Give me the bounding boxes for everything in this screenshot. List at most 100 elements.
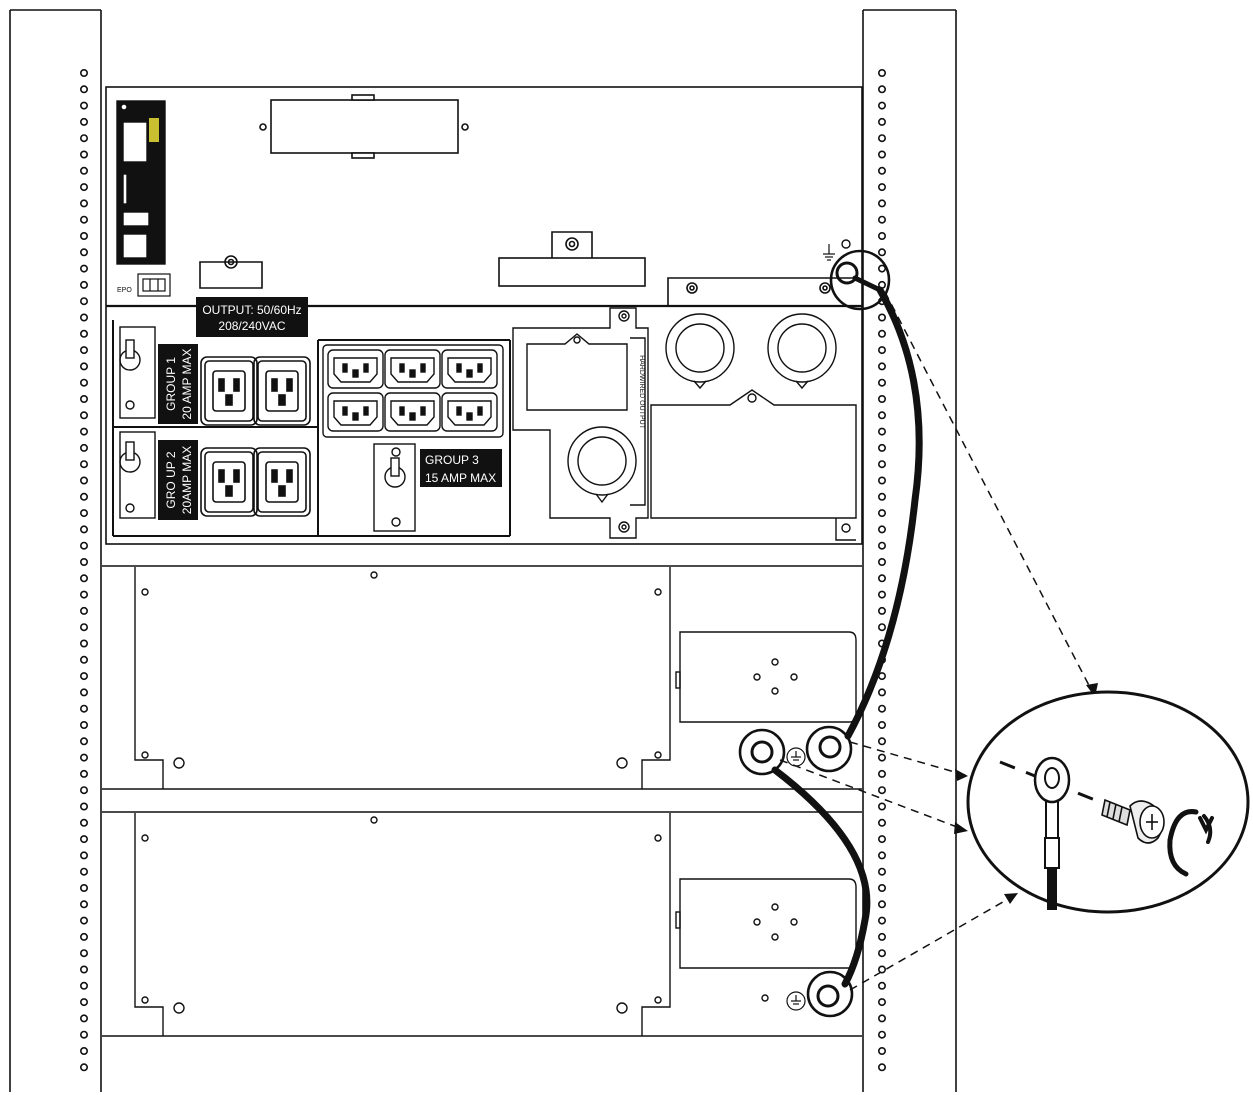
rack-hole (80, 248, 89, 257)
rack-hole (80, 264, 89, 273)
rack-hole (877, 590, 886, 599)
rack-hole (80, 786, 89, 795)
breaker-group-2 (119, 431, 156, 519)
rack-hole (80, 818, 89, 827)
rack-hole (80, 769, 89, 778)
ground-terminal-battery1 (738, 725, 853, 776)
rack-hole (80, 427, 89, 436)
rack-hole (80, 280, 89, 289)
c13-outlets (322, 344, 504, 438)
rack-hole (80, 916, 89, 925)
rack-hole (877, 476, 886, 485)
ring-terminal-icon (1033, 756, 1071, 910)
rack-hole (80, 378, 89, 387)
rack-hole (80, 492, 89, 501)
rack-hole (80, 541, 89, 550)
rack-hole (80, 802, 89, 811)
rack-hole (877, 802, 886, 811)
rack-hole (80, 313, 89, 322)
c13-outlet (384, 349, 441, 389)
rack-hole (80, 851, 89, 860)
rack-hole (877, 346, 886, 355)
rack-hole (877, 867, 886, 876)
rack-hole (80, 1063, 89, 1072)
rack-hole (80, 949, 89, 958)
rack-hole (80, 476, 89, 485)
rack-hole (80, 557, 89, 566)
rack-hole (877, 1063, 886, 1072)
breaker-group-1 (119, 326, 156, 419)
rack-hole (80, 688, 89, 697)
c19-outlet (200, 447, 258, 517)
rack-hole (80, 346, 89, 355)
rack-hole (877, 215, 886, 224)
rack-hole (877, 411, 886, 420)
rack-hole (80, 215, 89, 224)
c19-outlet (200, 356, 258, 426)
rack-hole (80, 590, 89, 599)
comm-port-panel (116, 100, 166, 265)
ground-symbol-icon (823, 244, 835, 261)
rack-hole (80, 329, 89, 338)
rack-hole (80, 883, 89, 892)
hardwire-section (512, 239, 857, 541)
group3-label-box: GROUP 3 15 AMP MAX (420, 449, 502, 487)
rack-hole (877, 150, 886, 159)
rack-hole (80, 1030, 89, 1039)
rack-hole (877, 394, 886, 403)
rack-hole (877, 606, 886, 615)
c19-outlet (253, 447, 311, 517)
c13-outlet (441, 349, 498, 389)
group3-label-line2: 15 AMP MAX (425, 471, 496, 485)
rack-hole (80, 183, 89, 192)
rack-hole (877, 883, 886, 892)
c13-outlet (441, 392, 498, 432)
rack-hole (877, 623, 886, 632)
rack-hole (877, 248, 886, 257)
rack-hole (877, 69, 886, 78)
group3-label-line1: GROUP 3 (425, 453, 479, 467)
rack-hole (80, 134, 89, 143)
rack-hole (877, 541, 886, 550)
ground-symbol-icon (786, 991, 806, 1011)
rack-hole (80, 704, 89, 713)
rack-hole (80, 672, 89, 681)
rack-hole (877, 786, 886, 795)
callout-leader-lines (779, 291, 1096, 991)
rack-hole (80, 150, 89, 159)
group1-label-line2: 20 AMP MAX (180, 348, 194, 419)
rack-hole (80, 835, 89, 844)
screw-icon (1101, 798, 1165, 844)
rack-hole (80, 655, 89, 664)
rack-hole (877, 362, 886, 371)
rack-hole (80, 606, 89, 615)
rack-hole (877, 101, 886, 110)
output-label-line2: 208/240VAC (218, 319, 285, 333)
rack-hole (80, 639, 89, 648)
rack-hole (877, 557, 886, 566)
c13-outlet (327, 392, 384, 432)
epo-label: EPO (117, 287, 132, 294)
rack-hole (877, 981, 886, 990)
rack-hole (80, 362, 89, 371)
rack-hole (877, 737, 886, 746)
battery-pack-1 (102, 565, 862, 813)
output-label-box: OUTPUT: 50/60Hz 208/240VAC (196, 297, 308, 337)
group1-label-box: GROUP 1 20 AMP MAX (158, 344, 198, 424)
rack-hole (877, 378, 886, 387)
rack-hole (80, 85, 89, 94)
rack-hole (877, 509, 886, 518)
callout-arrowheads (954, 683, 1098, 904)
rack-hole (80, 753, 89, 762)
rack-hole (877, 525, 886, 534)
rack-hole (80, 1014, 89, 1023)
c13-outlet-panel (322, 344, 504, 438)
rack-hole (877, 1030, 886, 1039)
c13-outlet (384, 392, 441, 432)
rack-hole (877, 166, 886, 175)
rack-hole (877, 965, 886, 974)
rack-hole (877, 1047, 886, 1056)
rack-hole (877, 835, 886, 844)
rack-hole (80, 737, 89, 746)
rack-hole (877, 492, 886, 501)
